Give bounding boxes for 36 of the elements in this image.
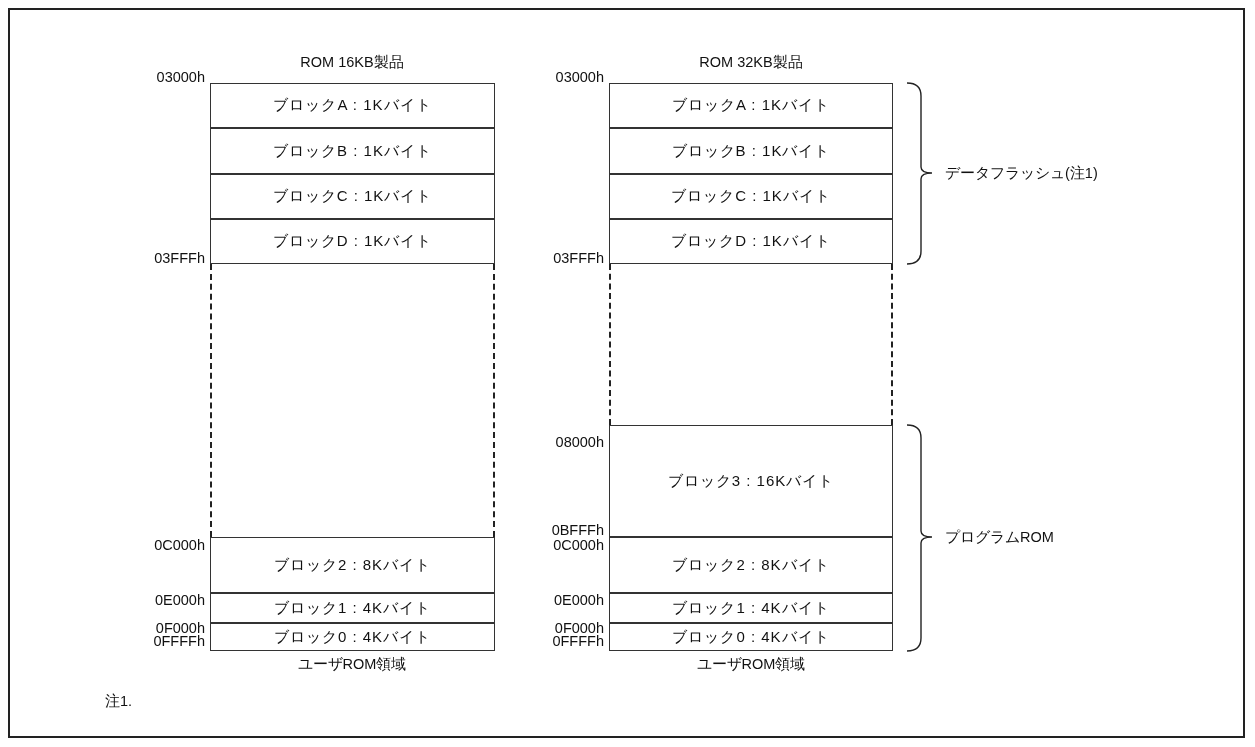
address-label: 0BFFFh bbox=[551, 522, 604, 538]
column-heading: ROM 16KB製品 bbox=[300, 54, 404, 70]
memory-block: ブロック2 : 8Kバイト bbox=[609, 537, 893, 593]
memory-block: ブロックA : 1Kバイト bbox=[609, 83, 893, 128]
memory-block: ブロックC : 1Kバイト bbox=[609, 174, 893, 219]
memory-block: ブロックB : 1Kバイト bbox=[609, 128, 893, 174]
memory-block: ブロック0 : 4Kバイト bbox=[609, 623, 893, 651]
column-heading: ROM 32KB製品 bbox=[699, 54, 803, 70]
bracket-label: データフラッシュ(注1) bbox=[945, 165, 1098, 181]
footnote: 注1. bbox=[105, 693, 133, 709]
area-caption: ユーザROM領域 bbox=[297, 656, 407, 672]
memory-block: ブロック1 : 4Kバイト bbox=[609, 593, 893, 623]
bracket-label: プログラムROM bbox=[945, 529, 1054, 545]
address-label: 0F000h bbox=[155, 620, 205, 636]
address-label: 03FFFh bbox=[154, 250, 205, 266]
address-label: 0C000h bbox=[553, 537, 604, 553]
address-label: 0E000h bbox=[155, 592, 205, 608]
memory-block: ブロックD : 1Kバイト bbox=[609, 219, 893, 264]
memory-block: ブロックD : 1Kバイト bbox=[210, 219, 495, 264]
memory-block: ブロックB : 1Kバイト bbox=[210, 128, 495, 174]
address-label: 03000h bbox=[555, 69, 604, 85]
address-label: 03FFFh bbox=[553, 250, 604, 266]
memory-block: ブロック2 : 8Kバイト bbox=[210, 537, 495, 593]
address-label: 0FFFFh bbox=[153, 633, 205, 649]
area-caption: ユーザROM領域 bbox=[696, 656, 806, 672]
address-label: 0FFFFh bbox=[552, 633, 604, 649]
address-label: 0F000h bbox=[554, 620, 604, 636]
address-label: 03000h bbox=[156, 69, 205, 85]
address-label: 0E000h bbox=[554, 592, 604, 608]
address-label: 0C000h bbox=[154, 537, 205, 553]
memory-block: ブロックA : 1Kバイト bbox=[210, 83, 495, 128]
memory-block: ブロック0 : 4Kバイト bbox=[210, 623, 495, 651]
memory-block: ブロックC : 1Kバイト bbox=[210, 174, 495, 219]
memory-block: ブロック3 : 16Kバイト bbox=[609, 425, 893, 537]
memory-block: ブロック1 : 4Kバイト bbox=[210, 593, 495, 623]
address-label: 08000h bbox=[555, 434, 604, 450]
